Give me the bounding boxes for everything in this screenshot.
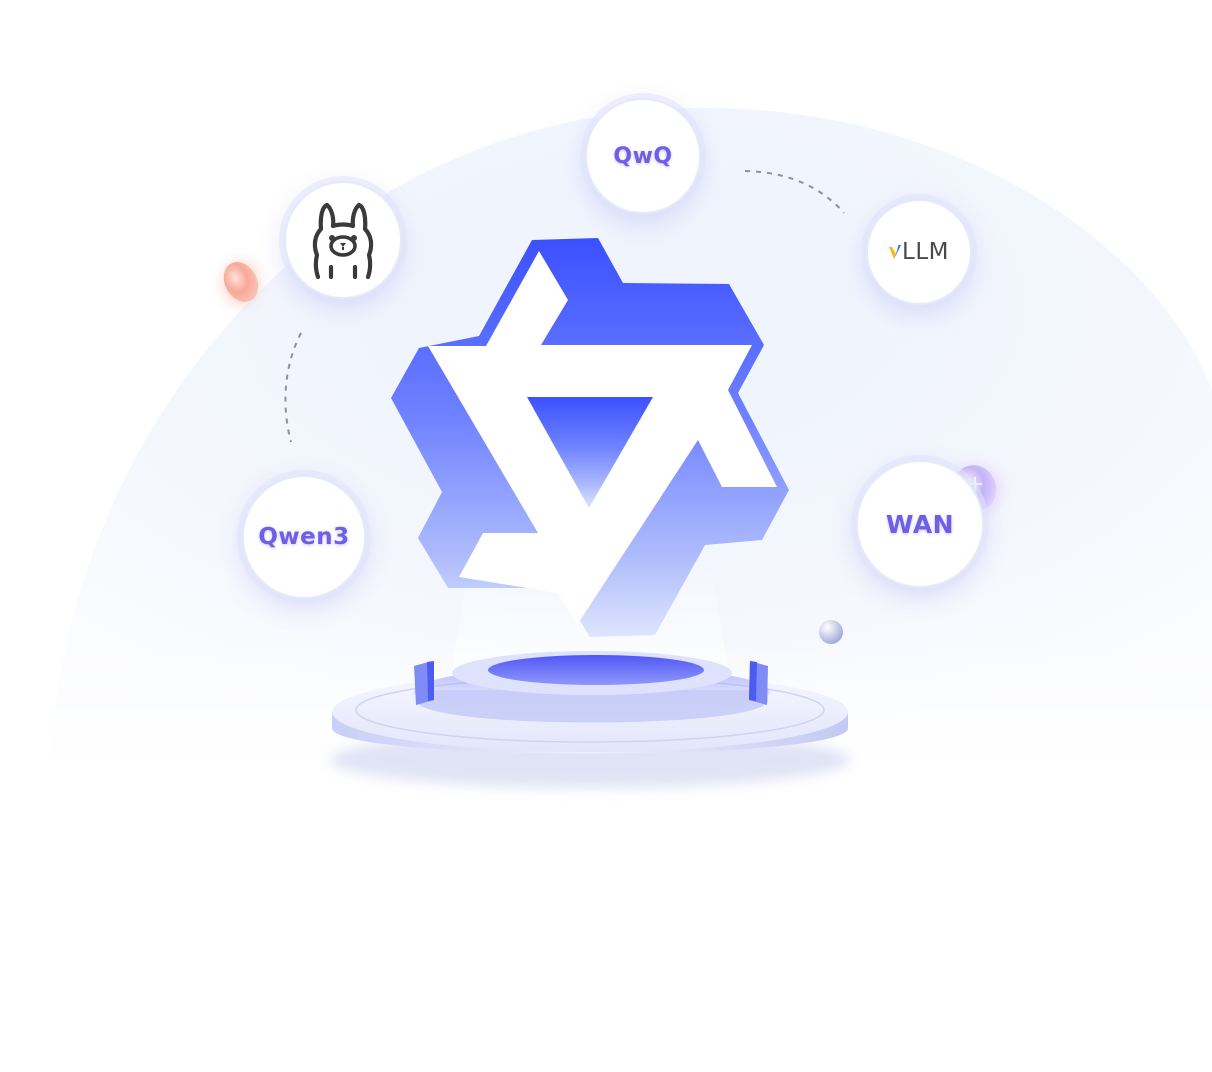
qwq-label: QwQ <box>613 143 673 169</box>
vllm-v-mark <box>889 239 901 259</box>
qwen-logo-icon <box>391 238 789 637</box>
qwq-node: QwQ <box>585 98 701 214</box>
wan-label: WAN <box>885 509 955 539</box>
qwen3-node: Qwen3 <box>242 475 366 599</box>
wan-node: WAN <box>856 460 984 588</box>
qwen3-label: Qwen3 <box>258 524 350 550</box>
small-orb <box>819 620 843 644</box>
ollama-node <box>284 181 402 299</box>
llama-icon <box>311 199 375 281</box>
pink-orb <box>222 260 260 306</box>
connector-qwq-vllm <box>744 170 845 214</box>
vllm-logo: LLM <box>889 239 949 265</box>
connector-ollama-qwen3 <box>284 332 302 443</box>
pedestal <box>330 651 850 788</box>
vllm-label: LLM <box>902 239 949 265</box>
vllm-node: LLM <box>866 199 972 305</box>
